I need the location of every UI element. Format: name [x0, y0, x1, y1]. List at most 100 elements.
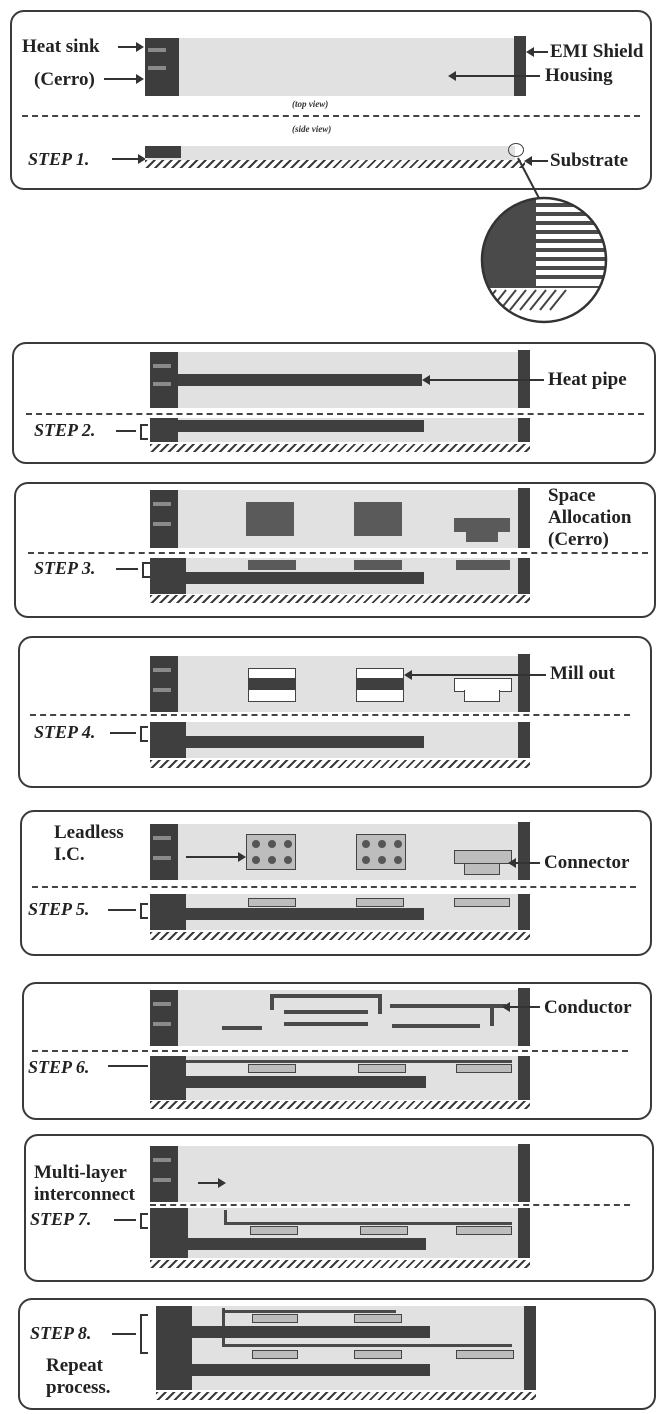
connector-side: [456, 1350, 514, 1359]
step-1-label: STEP 1.: [28, 149, 90, 169]
separator-line: [32, 1050, 628, 1052]
interconnect-trace: [224, 1222, 512, 1225]
substrate-side: [156, 1306, 528, 1390]
heat-sink-label: Heat sink: [22, 36, 100, 57]
step-5-panel: [20, 810, 652, 956]
ic-pad: [252, 840, 260, 848]
ic-side-upper-2: [354, 1314, 402, 1323]
housing-top-view: [145, 38, 515, 96]
emi-shield-side: [524, 1306, 536, 1390]
heat-pipe-side: [188, 1238, 426, 1250]
emi-shield-bar: [518, 988, 530, 1046]
multilayer-arrow: [198, 1178, 226, 1188]
milled-pipe-2: [356, 678, 404, 690]
connector-top: [454, 850, 512, 864]
substrate-label: Substrate: [550, 150, 629, 171]
ic-pad: [362, 840, 370, 848]
substrate-side: [145, 146, 515, 160]
ic-pad: [284, 856, 292, 864]
cerro-arrow: [104, 74, 144, 84]
separator-line: [26, 413, 644, 415]
cerro-block-2: [354, 502, 402, 536]
housing-top-view: [150, 990, 520, 1046]
emi-shield-label: EMI Shield: [550, 41, 644, 62]
ic-pad: [394, 840, 402, 848]
mill-out-arrow: [404, 670, 546, 680]
housing-top-view: [150, 1146, 520, 1202]
heat-sink-block: [145, 38, 179, 96]
ic-side-1: [250, 1226, 298, 1235]
space-allocation-label-2: Allocation: [548, 507, 632, 528]
conductor-trace: [390, 1004, 506, 1008]
ic-side-2: [356, 898, 404, 907]
top-view-label: (top view): [292, 99, 329, 109]
substrate-hatch: [150, 1101, 530, 1109]
interconnect-trace: [224, 1210, 227, 1224]
step-7-label: STEP 7.: [30, 1209, 92, 1229]
step-7-arrow: [114, 1219, 136, 1221]
emi-shield-bar: [514, 36, 526, 96]
heat-pipe-side: [186, 572, 424, 584]
cerro-connector-block: [454, 518, 510, 532]
mill-out-label: Mill out: [550, 663, 615, 684]
leadless-ic-label-2: I.C.: [54, 844, 85, 865]
cerro-side-1: [248, 560, 296, 570]
heat-sink-block: [150, 352, 178, 408]
emi-shield-bar: [518, 822, 530, 880]
heat-sink-block: [150, 990, 178, 1046]
conductor-trace: [222, 1026, 262, 1030]
heat-sink-block: [150, 656, 178, 712]
heat-sink-side: [150, 418, 178, 442]
heat-sink-side: [150, 558, 186, 594]
connector-side: [456, 1064, 512, 1073]
ic-side-1: [248, 1064, 296, 1073]
heat-pipe-top: [178, 374, 422, 386]
substrate-arrow: [524, 156, 548, 166]
ic-side-lower-1: [252, 1350, 298, 1359]
step-2-label: STEP 2.: [34, 420, 96, 440]
emi-shield-side: [518, 894, 530, 930]
step-4-bracket: [140, 726, 148, 742]
cerro-side-2: [354, 560, 402, 570]
ic-pad: [284, 840, 292, 848]
step-1-arrow: [112, 154, 146, 164]
multilayer-label-2: interconnect: [34, 1184, 135, 1205]
substrate-hatch: [150, 1260, 530, 1268]
connector-arrow: [508, 858, 540, 868]
separator-line: [32, 886, 636, 888]
emi-shield-side: [518, 558, 530, 594]
step-6-label: STEP 6.: [28, 1057, 90, 1077]
heat-sink-arrow: [118, 42, 144, 52]
step-6-panel: [22, 982, 652, 1120]
step-5-label: STEP 5.: [28, 899, 90, 919]
step-4-arrow: [110, 732, 136, 734]
separator-line: [150, 1204, 630, 1206]
step-7-bracket: [140, 1213, 148, 1229]
heat-pipe-arrow: [422, 375, 544, 385]
step-3-bracket: [142, 562, 150, 578]
conductor-label: Conductor: [544, 997, 632, 1018]
step-1-panel: [10, 10, 652, 190]
leadless-ic-arrow: [186, 852, 246, 862]
step-8-panel: [18, 1298, 656, 1410]
heat-sink-side: [150, 894, 186, 930]
step-3-panel: [14, 482, 656, 618]
heat-sink-block: [150, 824, 178, 880]
separator-line: [30, 714, 630, 716]
step-7-panel: [24, 1134, 654, 1282]
substrate-hatch: [145, 160, 525, 168]
milled-pipe-1: [248, 678, 296, 690]
conductor-trace: [378, 994, 382, 1014]
multilayer-label-1: Multi-layer: [34, 1162, 127, 1183]
interconnect-trace: [222, 1344, 512, 1347]
step-2-arrow: [116, 430, 136, 432]
step-3-label: STEP 3.: [34, 558, 96, 578]
connector-stem: [464, 863, 500, 875]
step-4-label: STEP 4.: [34, 722, 96, 742]
heat-pipe-label: Heat pipe: [548, 369, 627, 390]
conductor-trace: [284, 1010, 368, 1014]
heat-pipe-side: [186, 736, 424, 748]
cerro-block-1: [246, 502, 294, 536]
emi-shield-side: [518, 418, 530, 442]
housing-label: Housing: [545, 65, 613, 86]
